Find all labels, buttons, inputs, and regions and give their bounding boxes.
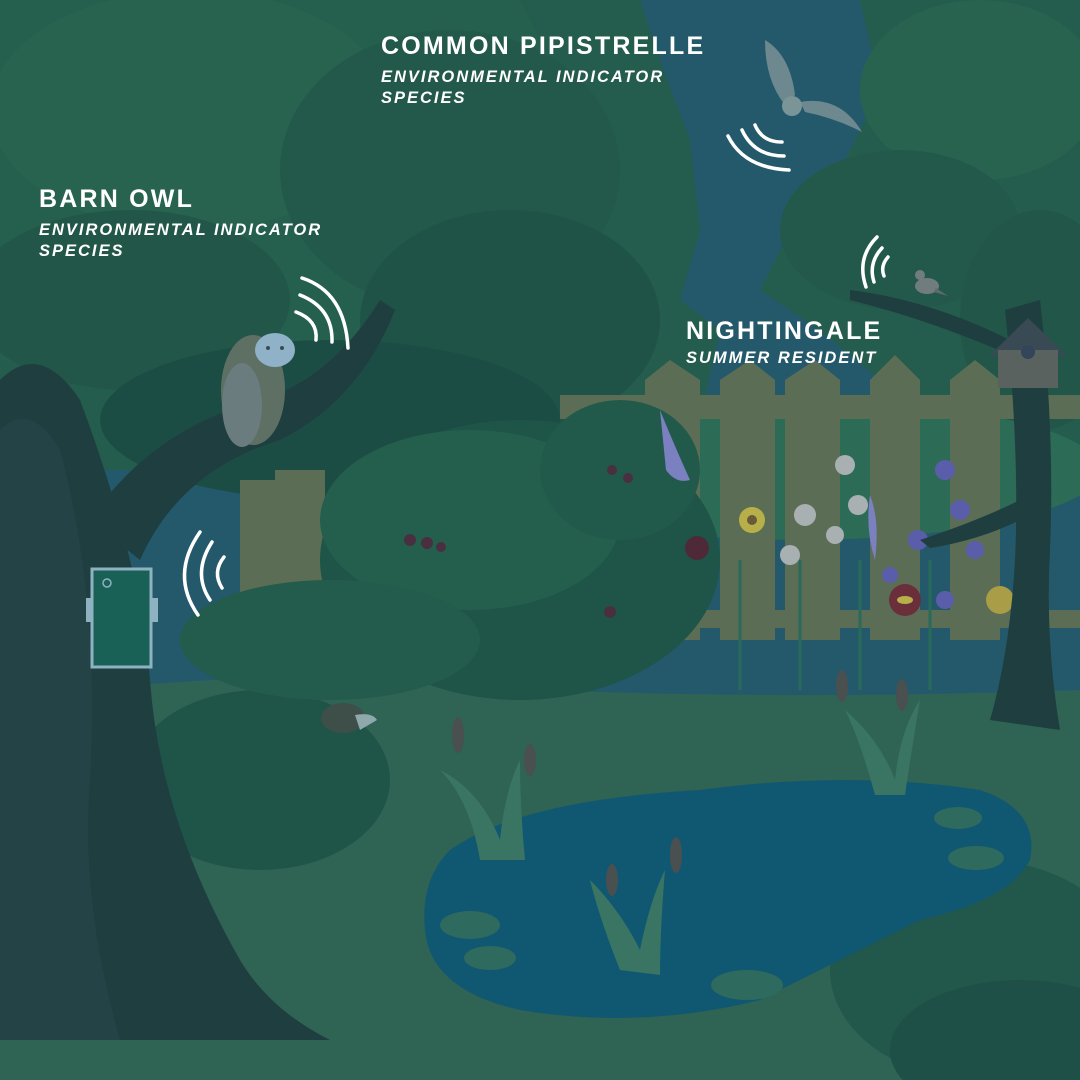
bushes [130,400,1080,1080]
bat-icon [765,40,862,132]
label-barn-owl: BARN OWL ENVIRONMENTAL INDICATOR SPECIES [39,184,359,262]
species-status: SUMMER RESIDENT [686,349,878,367]
acoustic-recorder-icon [86,567,158,669]
species-title: NIGHTINGALE [686,317,883,345]
flowers [660,410,1014,690]
label-common-pipistrelle: COMMON PIPISTRELLE ENVIRONMENTAL INDICAT… [381,31,721,109]
species-title: BARN OWL [39,185,195,213]
left-canopy [0,0,720,500]
birdhouse-icon [990,318,1066,388]
species-status: ENVIRONMENTAL INDICATOR SPECIES [39,221,323,260]
reeds [440,670,920,975]
nightingale-icon [915,270,948,296]
pond [424,780,1032,1018]
species-status: ENVIRONMENTAL INDICATOR SPECIES [381,68,665,107]
owl-icon [221,333,295,447]
species-title: COMMON PIPISTRELLE [381,32,706,60]
right-tree-trunk [850,290,1060,730]
hedgehog-icon [321,703,377,733]
label-nightingale: NIGHTINGALE SUMMER RESIDENT [686,316,916,369]
sound-wave-icon [182,123,890,617]
